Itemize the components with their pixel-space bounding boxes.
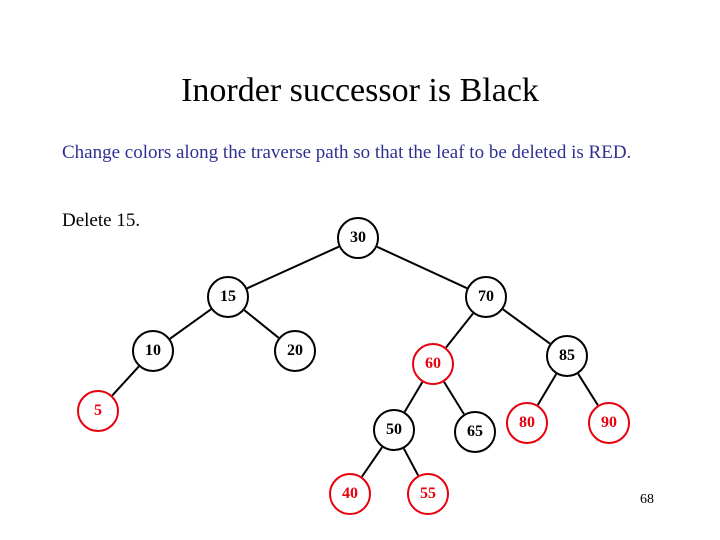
tree-node-20[interactable]: 20 [274, 330, 316, 372]
tree-node-label: 65 [467, 423, 483, 440]
tree-node-85[interactable]: 85 [546, 335, 588, 377]
tree-node-60[interactable]: 60 [412, 343, 454, 385]
tree-node-label: 15 [220, 288, 236, 305]
tree-node-label: 5 [94, 402, 102, 419]
tree-node-90[interactable]: 90 [588, 402, 630, 444]
tree-node-label: 90 [601, 414, 617, 431]
tree-node-80[interactable]: 80 [506, 402, 548, 444]
tree-node-30[interactable]: 30 [337, 217, 379, 259]
tree-node-15[interactable]: 15 [207, 276, 249, 318]
tree-edge [502, 308, 551, 345]
tree-edge [243, 309, 280, 339]
tree-node-5[interactable]: 5 [77, 390, 119, 432]
tree-node-label: 85 [559, 347, 575, 364]
tree-node-10[interactable]: 10 [132, 330, 174, 372]
tree-node-label: 30 [350, 229, 366, 246]
tree-node-label: 70 [478, 288, 494, 305]
tree-edge [246, 245, 340, 290]
tree-node-label: 55 [420, 485, 436, 502]
tree-edge [111, 365, 140, 397]
tree-edge [445, 312, 474, 349]
tree-node-40[interactable]: 40 [329, 473, 371, 515]
page-number: 68 [640, 492, 654, 507]
tree-node-70[interactable]: 70 [465, 276, 507, 318]
tree-edge [536, 373, 558, 406]
tree-node-label: 60 [425, 355, 441, 372]
tree-edge [443, 381, 465, 415]
tree-edge [169, 308, 212, 340]
tree-node-label: 50 [386, 421, 402, 438]
tree-edge [402, 448, 420, 476]
tree-edge [403, 381, 424, 413]
tree-node-55[interactable]: 55 [407, 473, 449, 515]
tree-node-label: 80 [519, 414, 535, 431]
tree-node-65[interactable]: 65 [454, 411, 496, 453]
tree-node-50[interactable]: 50 [373, 409, 415, 451]
tree-edge [361, 446, 383, 478]
tree-edge [577, 373, 599, 406]
subtitle-text: Change colors along the traverse path so… [62, 142, 632, 163]
tree-node-label: 10 [145, 342, 161, 359]
tree-node-label: 40 [342, 485, 358, 502]
page-title: Inorder successor is Black [181, 72, 539, 109]
tree-node-label: 20 [287, 342, 303, 359]
tree-edge [376, 245, 468, 290]
delete-instruction: Delete 15. [62, 210, 141, 231]
